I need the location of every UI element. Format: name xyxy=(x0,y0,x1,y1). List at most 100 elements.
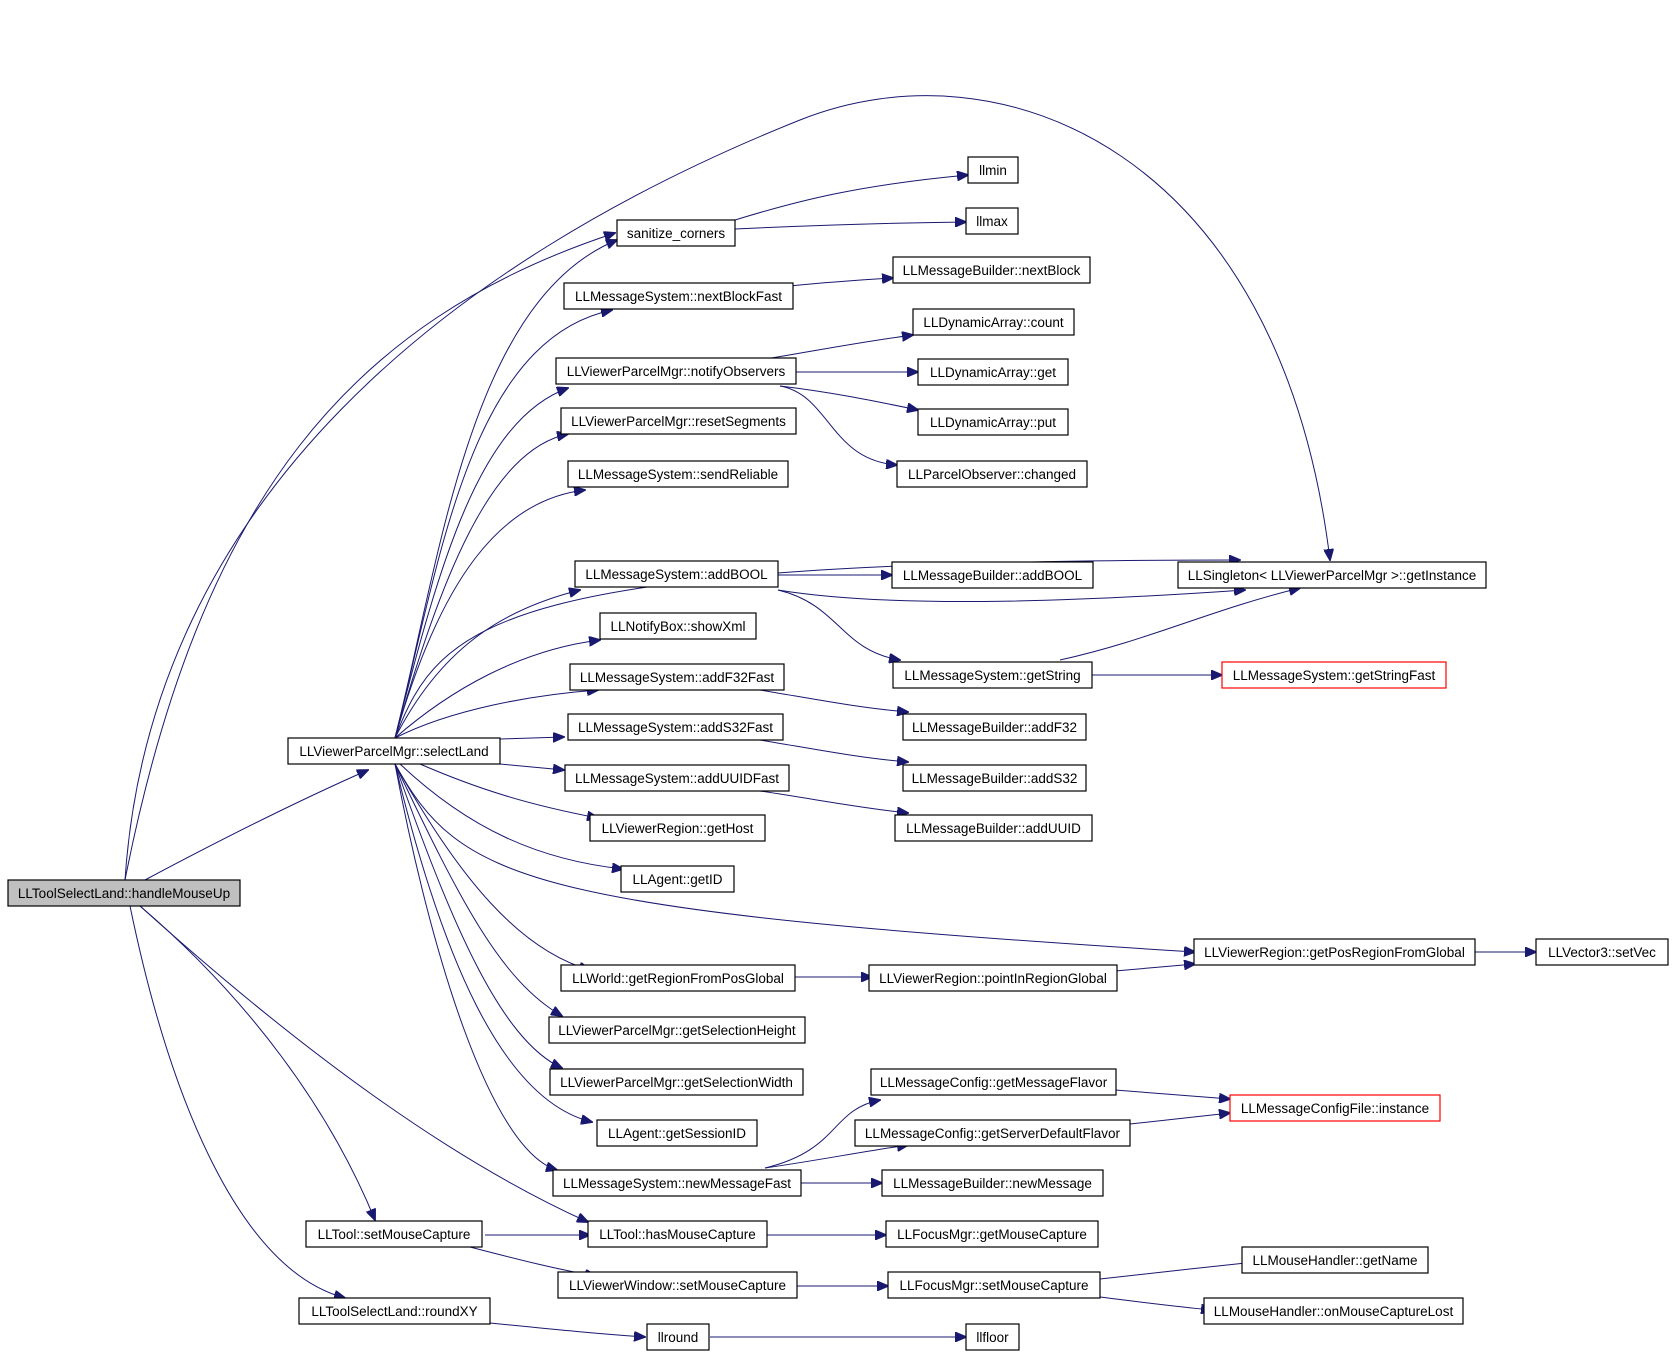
node-poChanged[interactable]: LLParcelObserver::changed xyxy=(896,460,1088,488)
node-box xyxy=(912,308,1075,336)
edge xyxy=(764,1145,908,1169)
node-label: LLMessageBuilder::addF32 xyxy=(912,720,1077,735)
node-nextBlockFast[interactable]: LLMessageSystem::nextBlockFast xyxy=(563,282,794,310)
node-toolSetCapture[interactable]: LLTool::setMouseCapture xyxy=(305,1220,483,1248)
node-serverFlavor[interactable]: LLMessageConfig::getServerDefaultFlavor xyxy=(854,1119,1131,1147)
node-getRegionFromPos[interactable]: LLWorld::getRegionFromPosGlobal xyxy=(560,964,796,992)
node-newMessageFast[interactable]: LLMessageSystem::newMessageFast xyxy=(552,1169,802,1197)
node-configInstance[interactable]: LLMessageConfigFile::instance xyxy=(1229,1094,1441,1122)
node-sanitize[interactable]: sanitize_corners xyxy=(616,219,736,247)
node-getStringFast[interactable]: LLMessageSystem::getStringFast xyxy=(1221,661,1447,689)
node-label: LLViewerRegion::getPosRegionFromGlobal xyxy=(1204,945,1465,960)
node-llmin[interactable]: llmin xyxy=(967,156,1019,184)
node-setVec[interactable]: LLVector3::setVec xyxy=(1535,938,1669,966)
edge xyxy=(734,222,966,230)
edge xyxy=(734,175,968,221)
node-fmGetCapture[interactable]: LLFocusMgr::getMouseCapture xyxy=(885,1220,1099,1248)
node-box xyxy=(549,1068,804,1096)
edge xyxy=(394,763,1195,952)
node-mbNextBlock[interactable]: LLMessageBuilder::nextBlock xyxy=(892,256,1091,284)
node-selWidth[interactable]: LLViewerParcelMgr::getSelectionWidth xyxy=(549,1068,804,1096)
node-label: LLMessageConfig::getServerDefaultFlavor xyxy=(865,1126,1121,1141)
node-label: LLFocusMgr::setMouseCapture xyxy=(899,1278,1088,1293)
node-label: LLViewerWindow::setMouseCapture xyxy=(569,1278,786,1293)
node-label: LLMessageSystem::addBOOL xyxy=(585,567,768,582)
node-daPut[interactable]: LLDynamicArray::put xyxy=(917,408,1069,436)
node-label: LLMessageSystem::addF32Fast xyxy=(580,670,775,685)
node-box xyxy=(569,663,785,691)
node-box xyxy=(616,219,736,247)
node-label: LLNotifyBox::showXml xyxy=(610,619,745,634)
node-mbAddBOOL[interactable]: LLMessageBuilder::addBOOL xyxy=(891,561,1094,589)
node-sendReliable[interactable]: LLMessageSystem::sendReliable xyxy=(567,460,789,488)
node-singleton[interactable]: LLSingleton< LLViewerParcelMgr >::getIns… xyxy=(1177,561,1487,589)
node-box xyxy=(1193,938,1476,966)
node-mbAddUUID[interactable]: LLMessageBuilder::addUUID xyxy=(894,814,1093,842)
node-fmSetCapture[interactable]: LLFocusMgr::setMouseCapture xyxy=(887,1271,1101,1299)
node-label: LLTool::setMouseCapture xyxy=(318,1227,471,1242)
node-vwSetCapture[interactable]: LLViewerWindow::setMouseCapture xyxy=(557,1271,798,1299)
node-msgFlavor[interactable]: LLMessageConfig::getMessageFlavor xyxy=(870,1068,1117,1096)
node-label: LLViewerParcelMgr::resetSegments xyxy=(571,414,786,429)
node-resetSegments[interactable]: LLViewerParcelMgr::resetSegments xyxy=(560,407,797,435)
node-box xyxy=(965,207,1019,235)
node-label: LLMessageBuilder::addUUID xyxy=(906,821,1081,836)
node-sessionID[interactable]: LLAgent::getSessionID xyxy=(596,1119,758,1147)
node-label: llmax xyxy=(976,214,1008,229)
node-label: LLMessageBuilder::newMessage xyxy=(893,1176,1092,1191)
node-box xyxy=(1535,938,1669,966)
node-captureLost[interactable]: LLMouseHandler::onMouseCaptureLost xyxy=(1203,1297,1464,1325)
node-box xyxy=(596,1119,758,1147)
node-label: LLViewerParcelMgr::getSelectionWidth xyxy=(560,1075,793,1090)
node-label: LLSingleton< LLViewerParcelMgr >::getIns… xyxy=(1188,568,1476,583)
edge xyxy=(394,560,1240,739)
node-root[interactable]: LLToolSelectLand::handleMouseUp xyxy=(7,879,241,907)
node-mbNewMessage[interactable]: LLMessageBuilder::newMessage xyxy=(881,1169,1104,1197)
node-pointInRegion[interactable]: LLViewerRegion::pointInRegionGlobal xyxy=(868,964,1118,992)
node-label: LLDynamicArray::count xyxy=(923,315,1064,330)
edge xyxy=(1114,1089,1230,1099)
node-daCount[interactable]: LLDynamicArray::count xyxy=(912,308,1075,336)
node-daGet[interactable]: LLDynamicArray::get xyxy=(917,358,1069,386)
node-addF32Fast[interactable]: LLMessageSystem::addF32Fast xyxy=(569,663,785,691)
node-getPosRegion[interactable]: LLViewerRegion::getPosRegionFromGlobal xyxy=(1193,938,1476,966)
node-box xyxy=(902,764,1087,792)
node-llfloor[interactable]: llfloor xyxy=(965,1323,1020,1351)
node-showXml[interactable]: LLNotifyBox::showXml xyxy=(599,612,757,640)
edge xyxy=(394,240,617,739)
edge xyxy=(394,388,568,739)
node-mbAddF32[interactable]: LLMessageBuilder::addF32 xyxy=(902,713,1087,741)
node-addUUIDFast[interactable]: LLMessageSystem::addUUIDFast xyxy=(564,764,790,792)
node-mbAddS32[interactable]: LLMessageBuilder::addS32 xyxy=(902,764,1087,792)
node-llmax[interactable]: llmax xyxy=(965,207,1019,235)
node-label: LLMessageConfigFile::instance xyxy=(1241,1101,1429,1116)
node-box xyxy=(892,661,1093,689)
node-selectLand[interactable]: LLViewerParcelMgr::selectLand xyxy=(287,737,501,765)
node-label: LLViewerRegion::pointInRegionGlobal xyxy=(879,971,1107,986)
node-getHost[interactable]: LLViewerRegion::getHost xyxy=(589,814,766,842)
node-label: LLAgent::getID xyxy=(632,872,722,887)
node-notifyObservers[interactable]: LLViewerParcelMgr::notifyObservers xyxy=(555,357,797,385)
node-box xyxy=(870,1068,1117,1096)
node-roundXY[interactable]: LLToolSelectLand::roundXY xyxy=(298,1297,491,1325)
node-box xyxy=(567,460,789,488)
node-label: LLMessageSystem::sendReliable xyxy=(578,467,778,482)
node-llround[interactable]: llround xyxy=(646,1323,710,1351)
edge xyxy=(1129,1113,1230,1125)
node-getID[interactable]: LLAgent::getID xyxy=(620,865,735,893)
node-getString[interactable]: LLMessageSystem::getString xyxy=(892,661,1093,689)
node-label: LLMessageSystem::getString xyxy=(904,668,1080,683)
node-addBOOL[interactable]: LLMessageSystem::addBOOL xyxy=(574,560,779,588)
node-mhGetName[interactable]: LLMouseHandler::getName xyxy=(1241,1246,1429,1274)
node-label: LLMessageSystem::newMessageFast xyxy=(563,1176,791,1191)
node-selHeight[interactable]: LLViewerParcelMgr::getSelectionHeight xyxy=(548,1016,806,1044)
node-addS32Fast[interactable]: LLMessageSystem::addS32Fast xyxy=(567,713,784,741)
node-label: LLMessageSystem::addS32Fast xyxy=(578,720,773,735)
node-hasCapture[interactable]: LLTool::hasMouseCapture xyxy=(587,1220,768,1248)
node-box xyxy=(552,1169,802,1197)
edge xyxy=(777,589,900,660)
edge xyxy=(1099,1296,1212,1310)
edge xyxy=(764,1100,880,1169)
node-label: LLTool::hasMouseCapture xyxy=(599,1227,756,1242)
